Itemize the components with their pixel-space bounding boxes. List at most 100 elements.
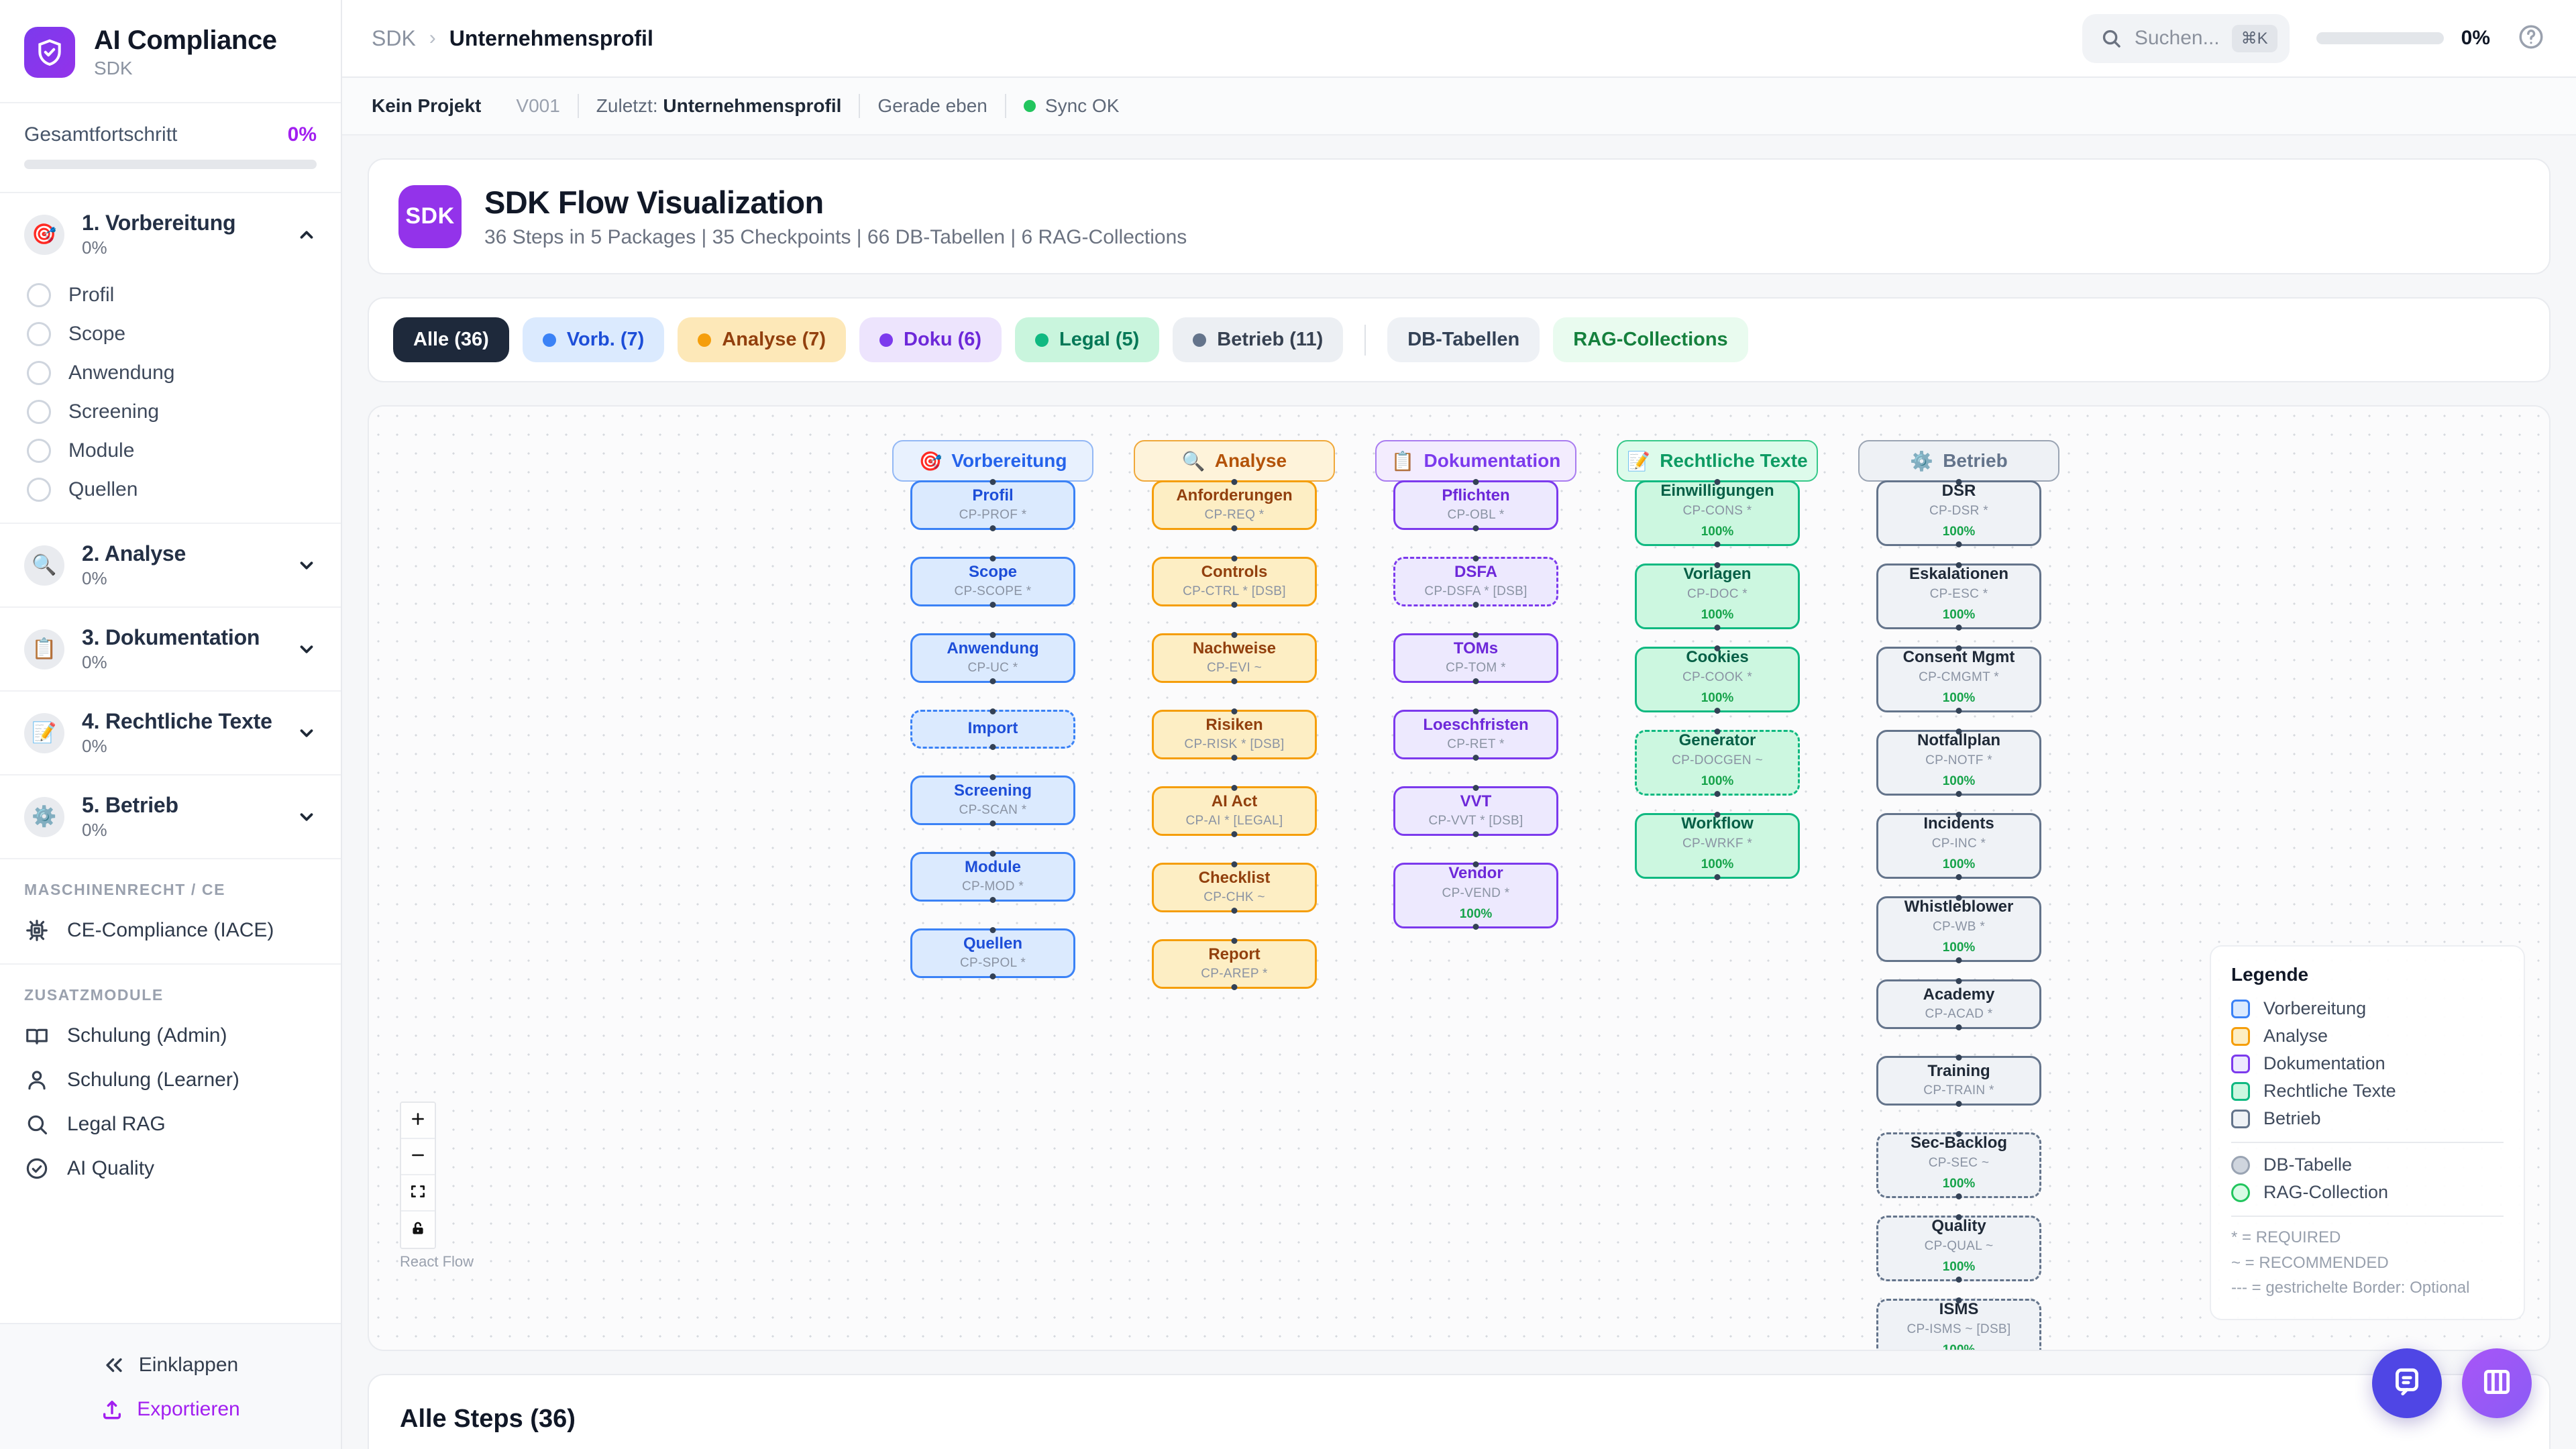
node-handle-top[interactable] [1232, 632, 1238, 638]
flow-node-vendor[interactable]: VendorCP-VEND *100% [1393, 863, 1558, 928]
node-handle-top[interactable] [1473, 708, 1479, 714]
node-handle-top[interactable] [1715, 645, 1721, 651]
filter-chip-dbtabellen[interactable]: DB-Tabellen [1387, 317, 1540, 362]
node-handle-bottom[interactable] [1956, 541, 1962, 547]
node-handle-bottom[interactable] [1956, 708, 1962, 714]
node-handle-top[interactable] [1473, 555, 1479, 561]
node-handle-bottom[interactable] [1715, 791, 1721, 797]
flow-node-generator[interactable]: GeneratorCP-DOCGEN ~100% [1635, 730, 1800, 796]
help-button[interactable] [2517, 23, 2545, 54]
flow-node-incidents[interactable]: IncidentsCP-INC *100% [1876, 813, 2041, 879]
node-handle-top[interactable] [1956, 729, 1962, 735]
filter-chip-alle[interactable]: Alle (36) [393, 317, 509, 362]
node-handle-bottom[interactable] [1473, 678, 1479, 684]
flow-node-einwilligungen[interactable]: EinwilligungenCP-CONS *100% [1635, 480, 1800, 546]
flow-node-dsfa[interactable]: DSFACP-DSFA * [DSB] [1393, 557, 1558, 606]
filter-chip-legal[interactable]: Legal (5) [1015, 317, 1159, 362]
node-handle-top[interactable] [1232, 708, 1238, 714]
node-handle-top[interactable] [990, 555, 996, 561]
flow-node-anforderungen[interactable]: AnforderungenCP-REQ * [1152, 480, 1317, 530]
node-handle-top[interactable] [1956, 895, 1962, 901]
node-handle-top[interactable] [1956, 1131, 1962, 1137]
flow-node-quality[interactable]: QualityCP-QUAL ~100% [1876, 1216, 2041, 1281]
flow-node-screening[interactable]: ScreeningCP-SCAN * [910, 775, 1075, 825]
node-handle-top[interactable] [1232, 861, 1238, 867]
toggle-interactivity-button[interactable] [401, 1212, 435, 1248]
node-handle-bottom[interactable] [1232, 678, 1238, 684]
phase-header[interactable]: 📝4. Rechtliche Texte0% [0, 692, 341, 774]
flow-node-consent-mgmt[interactable]: Consent MgmtCP-CMGMT *100% [1876, 647, 2041, 712]
node-handle-bottom[interactable] [1232, 984, 1238, 990]
collapse-sidebar-button[interactable]: Einklappen [0, 1343, 341, 1387]
filter-chip-ragcollections[interactable]: RAG-Collections [1553, 317, 1748, 362]
node-handle-bottom[interactable] [1956, 791, 1962, 797]
phase-header[interactable]: 📋3. Dokumentation0% [0, 608, 341, 690]
flow-node-anwendung[interactable]: AnwendungCP-UC * [910, 633, 1075, 683]
node-handle-top[interactable] [1956, 1297, 1962, 1303]
node-handle-top[interactable] [1232, 479, 1238, 485]
nav-item-ai-quality[interactable]: AI Quality [0, 1146, 341, 1191]
fit-view-button[interactable] [401, 1175, 435, 1212]
node-handle-bottom[interactable] [990, 678, 996, 684]
flow-node-dsr[interactable]: DSRCP-DSR *100% [1876, 480, 2041, 546]
flow-node-checklist[interactable]: ChecklistCP-CHK ~ [1152, 863, 1317, 912]
chevron-up-icon[interactable] [295, 223, 318, 246]
sidebar-item-profil[interactable]: Profil [0, 276, 341, 315]
node-handle-top[interactable] [1956, 479, 1962, 485]
node-handle-bottom[interactable] [1715, 541, 1721, 547]
node-handle-bottom[interactable] [1473, 924, 1479, 930]
flow-node-risiken[interactable]: RisikenCP-RISK * [DSB] [1152, 710, 1317, 759]
flow-node-sec-backlog[interactable]: Sec-BacklogCP-SEC ~100% [1876, 1132, 2041, 1198]
flow-node-scope[interactable]: ScopeCP-SCOPE * [910, 557, 1075, 606]
flow-node-whistleblower[interactable]: WhistleblowerCP-WB *100% [1876, 896, 2041, 962]
node-handle-bottom[interactable] [1715, 874, 1721, 880]
sidebar-item-module[interactable]: Module [0, 431, 341, 470]
sidebar-item-screening[interactable]: Screening [0, 392, 341, 431]
node-handle-bottom[interactable] [990, 602, 996, 608]
node-handle-bottom[interactable] [1232, 602, 1238, 608]
node-handle-bottom[interactable] [1473, 831, 1479, 837]
node-handle-bottom[interactable] [990, 744, 996, 750]
zoom-out-button[interactable] [401, 1139, 435, 1175]
sidebar-item-quellen[interactable]: Quellen [0, 470, 341, 509]
flow-node-vvt[interactable]: VVTCP-VVT * [DSB] [1393, 786, 1558, 836]
node-handle-top[interactable] [990, 774, 996, 780]
flow-node-vorlagen[interactable]: VorlagenCP-DOC *100% [1635, 564, 1800, 629]
panel-fab[interactable] [2462, 1348, 2532, 1418]
node-handle-top[interactable] [1473, 479, 1479, 485]
node-handle-top[interactable] [1956, 1055, 1962, 1061]
flow-node-notfallplan[interactable]: NotfallplanCP-NOTF *100% [1876, 730, 2041, 796]
node-handle-top[interactable] [1473, 785, 1479, 791]
node-handle-top[interactable] [1473, 632, 1479, 638]
node-handle-top[interactable] [1715, 562, 1721, 568]
flow-node-nachweise[interactable]: NachweiseCP-EVI ~ [1152, 633, 1317, 683]
node-handle-bottom[interactable] [1956, 957, 1962, 963]
flow-canvas-card[interactable]: 🎯Vorbereitung🔍Analyse📋Dokumentation📝Rech… [368, 405, 2551, 1351]
flow-node-ai-act[interactable]: AI ActCP-AI * [LEGAL] [1152, 786, 1317, 836]
node-handle-bottom[interactable] [990, 973, 996, 979]
sidebar-item-scope[interactable]: Scope [0, 315, 341, 354]
node-handle-top[interactable] [1232, 785, 1238, 791]
flow-node-profil[interactable]: ProfilCP-PROF * [910, 480, 1075, 530]
node-handle-top[interactable] [1956, 1214, 1962, 1220]
node-handle-bottom[interactable] [1232, 525, 1238, 531]
node-handle-bottom[interactable] [1956, 1024, 1962, 1030]
node-handle-bottom[interactable] [1473, 755, 1479, 761]
node-handle-top[interactable] [1956, 562, 1962, 568]
filter-chip-betrieb[interactable]: Betrieb (11) [1173, 317, 1343, 362]
node-handle-bottom[interactable] [990, 525, 996, 531]
node-handle-bottom[interactable] [1232, 908, 1238, 914]
node-handle-top[interactable] [1232, 555, 1238, 561]
flow-node-isms[interactable]: ISMSCP-ISMS ~ [DSB]100% [1876, 1299, 2041, 1351]
node-handle-bottom[interactable] [1956, 1193, 1962, 1199]
export-button[interactable]: Exportieren [0, 1387, 341, 1432]
flow-node-module[interactable]: ModuleCP-MOD * [910, 852, 1075, 902]
node-handle-top[interactable] [1715, 729, 1721, 735]
phase-header[interactable]: 🎯1. Vorbereitung0% [0, 193, 341, 276]
node-handle-bottom[interactable] [990, 820, 996, 826]
sidebar-item-anwendung[interactable]: Anwendung [0, 354, 341, 392]
node-handle-bottom[interactable] [1715, 625, 1721, 631]
filter-chip-vorb[interactable]: Vorb. (7) [523, 317, 664, 362]
node-handle-top[interactable] [1956, 645, 1962, 651]
nav-item-legal-rag[interactable]: Legal RAG [0, 1102, 341, 1146]
